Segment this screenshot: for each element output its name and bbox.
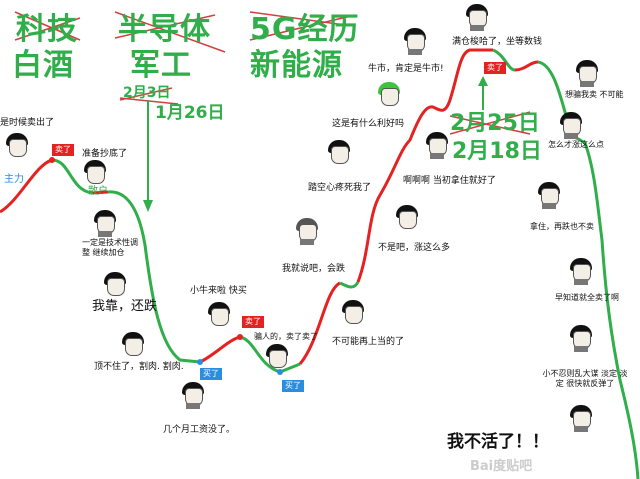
caption: 准备抄底了 [82, 149, 128, 159]
caption: 小不忍则乱大谋 淡定 淡定 很快就反弹了 [542, 369, 628, 388]
meme-face [342, 300, 364, 324]
meme-face [404, 28, 426, 55]
caption: 是时候卖出了 [0, 118, 55, 128]
retail-label: 散户 [88, 186, 108, 197]
date-crossed: 2月25日 [450, 111, 540, 136]
buy-tag: 买了 [200, 368, 222, 380]
caption: 顶不住了，割肉. 割肉. [94, 362, 184, 372]
meme-face [378, 82, 400, 106]
meme-face [84, 160, 106, 184]
caption: 小牛来啦 快买 [190, 286, 247, 296]
sector-crossed: 5G经历 [250, 12, 360, 47]
caption: 拿住，再跌也不卖 [530, 222, 594, 231]
fall-segment [492, 48, 516, 72]
fall-segment [339, 281, 360, 289]
rise-segment [0, 158, 53, 214]
caption: 早知道就全卖了啊 [555, 293, 619, 302]
caption: 怎么才涨这么点 [548, 140, 604, 149]
meme-face [560, 112, 582, 139]
meme-face [570, 258, 592, 285]
meme-face [466, 4, 488, 31]
rise-segment [91, 190, 109, 195]
caption: 想骗我卖 不可能 [565, 90, 624, 99]
meme-face [6, 133, 28, 157]
caption: 骗人的，卖了卖了 [254, 332, 318, 341]
meme-face [328, 140, 350, 164]
meme-face [182, 382, 204, 409]
caption: 我不活了！！ [447, 432, 549, 452]
meme-face [538, 182, 560, 209]
meme-face [208, 302, 230, 326]
caption: 啊啊啊 当初拿住就好了 [403, 176, 496, 186]
meme-face [576, 60, 598, 87]
sector: 军工 [130, 48, 192, 83]
meme-face [266, 344, 288, 368]
caption: 牛市，肯定是牛市! [368, 64, 444, 74]
sector-crossed: 半导体 [118, 12, 211, 47]
date: 2月18日 [452, 139, 542, 164]
meme-face [296, 218, 318, 245]
sell-tag: 卖了 [52, 144, 74, 156]
rise-segment [514, 60, 539, 72]
caption: 不可能再上当的了 [332, 337, 405, 347]
sell-tag: 卖了 [242, 316, 264, 328]
caption: 几个月工资没了。 [163, 425, 236, 435]
main-force-label: 主力 [4, 174, 24, 185]
watermark: Bai度贴吧 [470, 459, 533, 474]
fall-segment [51, 158, 93, 195]
caption: 我靠，还跌 [92, 299, 158, 314]
date-crossed: 2月3日 [123, 85, 171, 101]
meme-face [570, 325, 592, 352]
meme-face [104, 272, 126, 296]
rise-segment [199, 335, 241, 364]
sector-crossed: 科技 [16, 12, 78, 47]
date: 1月26日 [155, 103, 225, 123]
caption: 一定是技术性调整 继续加仓 [82, 238, 138, 257]
meme-face [396, 205, 418, 229]
meme-face [122, 332, 144, 356]
caption: 满仓梭哈了，坐等数钱 [452, 37, 543, 47]
sell-tag: 卖了 [484, 62, 506, 74]
fall-segment [107, 190, 201, 364]
meme-face [426, 132, 448, 159]
caption: 踏空心疼死我了 [308, 183, 372, 193]
rise-segment [356, 48, 493, 283]
caption: 这是有什么利好吗 [332, 119, 405, 129]
caption: 我就说吧，会跌 [282, 264, 346, 274]
sector: 新能源 [250, 48, 343, 83]
meme-face [94, 210, 116, 237]
meme-face [570, 405, 592, 432]
rise-segment [298, 281, 341, 365]
buy-tag: 买了 [282, 380, 304, 392]
sector: 白酒 [12, 48, 74, 83]
caption: 不是吧，涨这么多 [378, 243, 451, 253]
